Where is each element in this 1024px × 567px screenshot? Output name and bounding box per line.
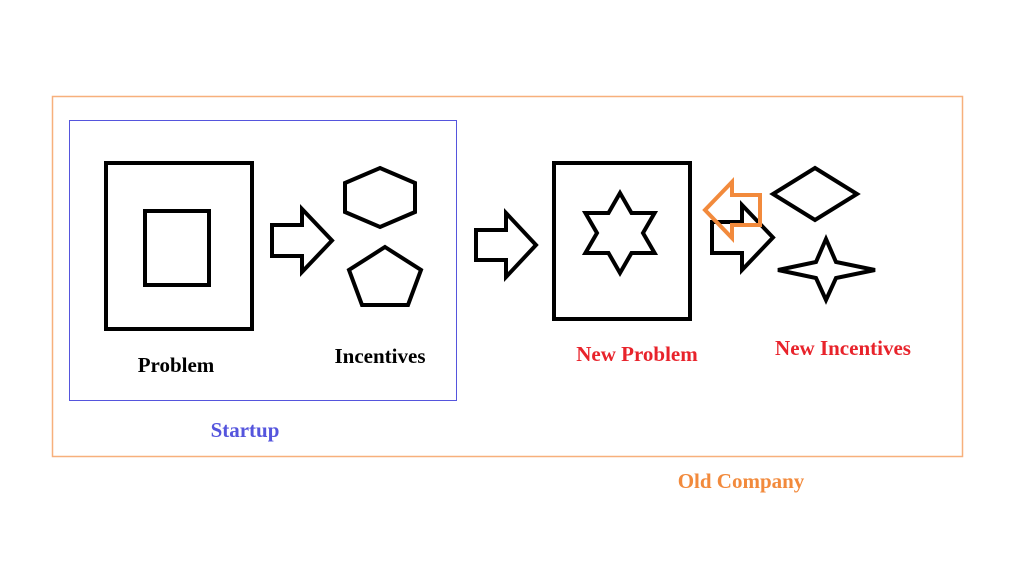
problem-label: Problem	[138, 353, 215, 377]
new-problem-label: New Problem	[576, 342, 698, 366]
old-company-boundary	[51, 95, 964, 458]
arrow-right-icon	[474, 207, 539, 283]
arrow-left-icon	[702, 177, 762, 243]
pentagon-incentive	[346, 244, 424, 307]
new-incentives-label: New Incentives	[775, 336, 911, 360]
new-problem-square	[552, 161, 692, 321]
hexagon-incentive	[343, 165, 417, 230]
startup-label: Startup	[211, 418, 280, 442]
diamond-new-incentive	[769, 165, 861, 223]
six-point-star	[581, 188, 659, 278]
old-company-label: Old Company	[678, 469, 805, 493]
problem-inner-square	[143, 209, 211, 287]
arrow-right-icon	[270, 204, 335, 277]
arrow-right-icon	[710, 200, 776, 275]
startup-boundary	[69, 120, 457, 401]
incentives-label: Incentives	[335, 344, 426, 368]
four-point-star-new-incentive	[777, 233, 876, 305]
problem-outer-square	[104, 161, 254, 331]
